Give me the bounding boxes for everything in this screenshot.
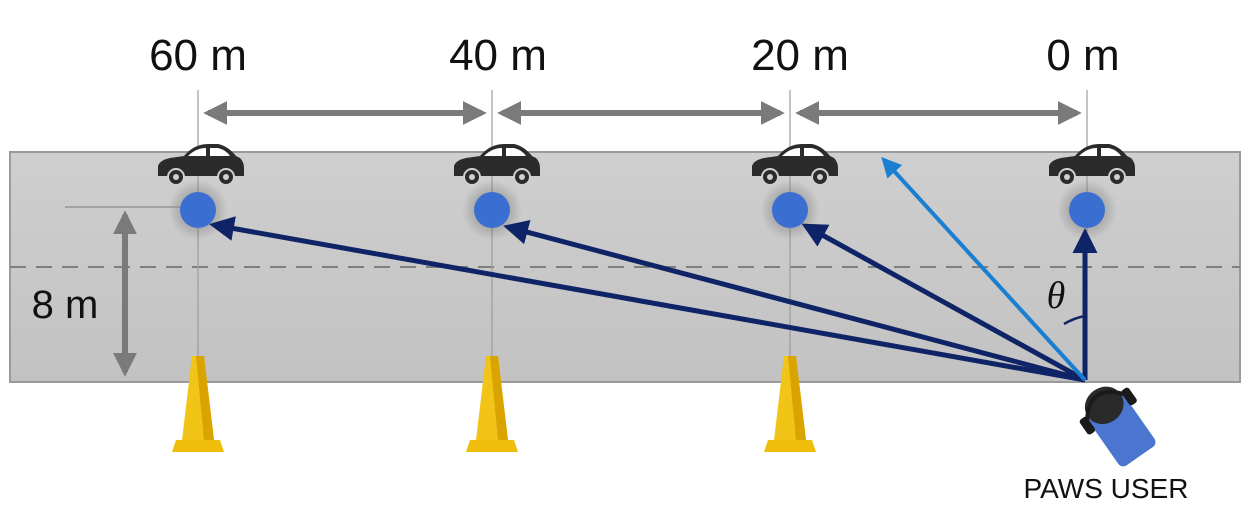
target-dot: [1069, 192, 1105, 228]
arrow-to-60m: [209, 216, 1086, 383]
heading-arrow: [881, 157, 1087, 382]
angle-arc: [1063, 314, 1086, 326]
user-label: PAWS USER: [1024, 473, 1189, 504]
arrow-to-20m: [801, 223, 1087, 383]
target-dot: [180, 192, 216, 228]
angle-label: θ: [1047, 275, 1066, 317]
target-dot: [474, 192, 510, 228]
distance-label-20m: 20 m: [751, 31, 849, 80]
distance-label-40m: 40 m: [449, 31, 547, 80]
target-dot: [772, 192, 808, 228]
road-width-label: 8 m: [32, 283, 99, 327]
distance-label-0m: 0 m: [1046, 31, 1119, 80]
arrow-to-40m: [503, 220, 1086, 383]
distance-label-60m: 60 m: [149, 31, 247, 80]
paws-user-icon: [1079, 386, 1156, 467]
direction-arrows: [209, 157, 1098, 383]
